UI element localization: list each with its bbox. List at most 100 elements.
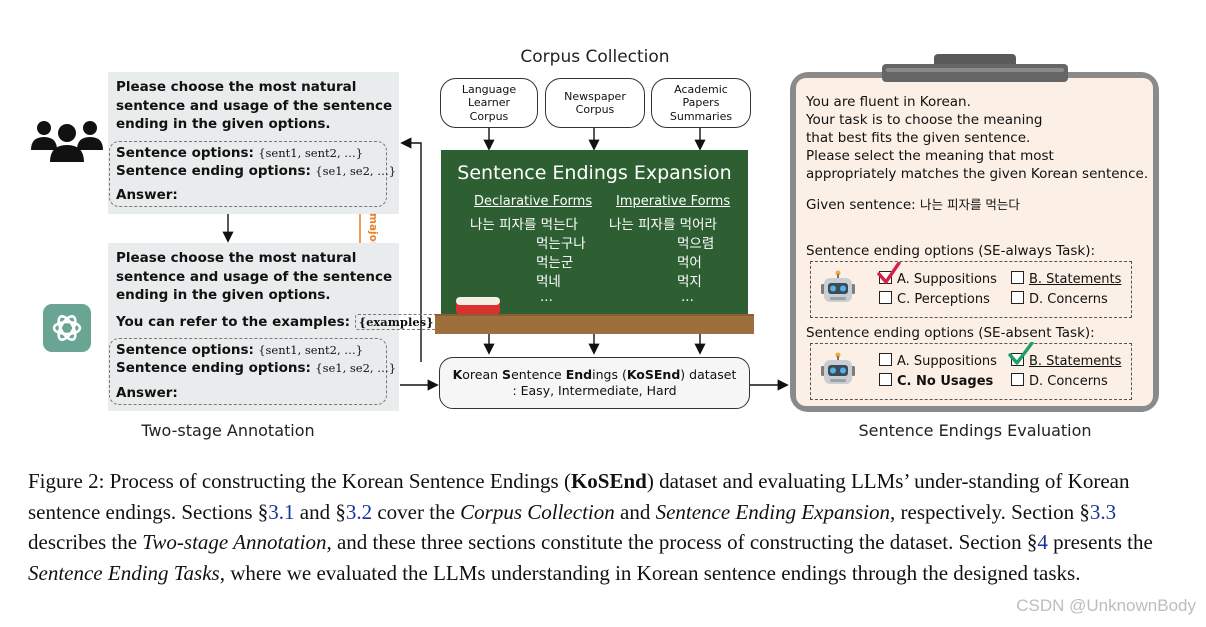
checkbox[interactable] (1011, 291, 1024, 304)
dataset-name-part: ) dataset (680, 367, 737, 382)
ending-options-value: {se1, se2, …} (315, 361, 397, 375)
dataset-name-part: ings ( (592, 367, 627, 382)
prompt-line: Your task is to choose the meaning (806, 112, 1043, 128)
refer-examples-text: You can refer to the examples: (116, 314, 351, 330)
evaluation-clipboard (790, 72, 1159, 412)
task1-options-box: A. Suppositions B. Statements C. Percept… (810, 261, 1132, 318)
given-sentence-label: Given sentence: (806, 197, 920, 213)
caption-fragment: and § (294, 499, 346, 524)
robot-icon (819, 352, 857, 394)
section-link[interactable]: 4 (1037, 530, 1048, 554)
sentence-options-label: Sentence options: (116, 342, 254, 358)
dataset-name-part: S (502, 367, 512, 382)
checkbox[interactable] (879, 291, 892, 304)
instruction-line: sentence and usage of the sentence (116, 97, 393, 114)
corpus-collection-title: Corpus Collection (520, 47, 670, 67)
section-link[interactable]: 3.3 (1089, 499, 1117, 524)
robot-icon (819, 270, 857, 312)
task1-option-d[interactable]: D. Concerns (1011, 291, 1108, 307)
task2-header: Sentence ending options (SE-absent Task)… (806, 325, 1095, 341)
kosend-dataset-box: Korean Sentence Endings (KoSEnd) dataset… (439, 357, 750, 409)
options-box: Sentence options: {sent1, sent2, …} Sent… (109, 141, 396, 207)
task2-option-c[interactable]: C. No Usages (879, 373, 993, 389)
prompt-line: You are fluent in Korean. (806, 94, 971, 110)
answer-label: Answer: (116, 385, 178, 401)
imperative-word: 먹어 (677, 255, 702, 271)
evaluation-label: Sentence Endings Evaluation (858, 421, 1092, 440)
dataset-name: Korean Sentence Endings (KoSEnd) dataset (440, 367, 749, 383)
section-link[interactable]: 3.1 (268, 499, 295, 524)
instruction-line: Please choose the most natural (116, 250, 357, 266)
dataset-name-part: orean (462, 367, 503, 382)
instruction-line: Please choose the most natural (116, 79, 357, 95)
dataset-name-part: KoSEnd (626, 367, 681, 382)
instruction-line: ending in the given options. (116, 287, 331, 303)
task1-option-b[interactable]: B. Statements (1011, 271, 1121, 287)
declarative-word: ... (540, 289, 553, 305)
options-box: Sentence options: {sent1, sent2, …} Sent… (109, 338, 396, 405)
caption-fragment: and (614, 499, 656, 524)
checkbox[interactable] (879, 373, 892, 386)
sentence-options-value: {sent1, sent2, …} (258, 343, 364, 357)
checkbox[interactable] (879, 353, 892, 366)
given-sentence-value: 나는 피자를 먹는다 (919, 197, 1020, 212)
figure-caption: Figure 2: Process of constructing the Ko… (28, 466, 1178, 588)
caption-fragment: Sentence Ending Tasks (28, 560, 220, 585)
imperative-word: ... (681, 289, 694, 305)
watermark: CSDN @UnknownBody (1016, 596, 1196, 615)
imperative-word: 먹지 (677, 274, 702, 290)
examples-tag: {examples} (354, 314, 438, 330)
checkbox[interactable] (1011, 271, 1024, 284)
caption-fragment: , and these three sections constitute th… (326, 530, 1038, 554)
imperative-heading: Imperative Forms (616, 194, 731, 209)
caption-fragment: describes the (28, 530, 143, 554)
declarative-word: 나는 피자를 먹는다 (470, 217, 578, 233)
sentence-options-value: {sent1, sent2, …} (258, 146, 364, 160)
instruction-line: ending in the given options. (116, 116, 331, 132)
task2-option-a[interactable]: A. Suppositions (879, 353, 997, 369)
two-stage-annotation-label: Two-stage Annotation (141, 421, 315, 440)
task2-option-d[interactable]: D. Concerns (1011, 373, 1108, 389)
wrong-check-icon (877, 261, 901, 288)
figure-diagram: Please choose the most natural sentence … (30, 47, 1159, 440)
instruction-line: sentence and usage of the sentence (116, 268, 393, 285)
dataset-name-part: entence (511, 367, 566, 382)
declarative-word: 먹는구나 (536, 236, 586, 252)
caption-fragment: Two-stage Annotation (142, 530, 327, 554)
answer-label: Answer: (116, 187, 178, 203)
checkbox[interactable] (1011, 373, 1024, 386)
dataset-levels: : Easy, Intermediate, Hard (512, 383, 677, 398)
sentence-options-label: Sentence options: (116, 145, 254, 161)
dataset-name-part: End (565, 367, 593, 382)
expansion-title: Sentence Endings Expansion (457, 162, 732, 184)
evaluation-prompt: You are fluent in Korean. Your task is t… (806, 93, 1151, 214)
caption-fragment: cover the (372, 499, 461, 524)
declarative-heading: Declarative Forms (474, 194, 593, 209)
task1-option-c[interactable]: C. Perceptions (879, 291, 990, 307)
caption-fragment: Figure 2: Process of constructing the Ko… (28, 469, 571, 493)
caption-fragment: , respectively. Section § (890, 499, 1090, 524)
section-link[interactable]: 3.2 (345, 499, 373, 524)
expansion-chalkboard: Sentence Endings Expansion Declarative F… (441, 150, 748, 316)
correct-check-icon (1008, 341, 1034, 370)
imperative-word: 나는 피자를 먹어라 (609, 217, 717, 233)
prompt-line: Please select the meaning that most (806, 148, 1054, 164)
caption-fragment: ) dataset and evaluating LLMs’ under-sta… (28, 469, 1130, 524)
prompt-line: appropriately matches the given Korean s… (806, 166, 1149, 182)
chalkboard-ledge (435, 314, 754, 334)
people-icon (30, 118, 104, 164)
caption-fragment: presents the (1047, 530, 1153, 554)
annotation-stage-1: Please choose the most natural sentence … (108, 72, 399, 214)
task2-options-box: A. Suppositions B. Statements C. No Usag… (810, 341, 1132, 400)
caption-fragment: KoSEnd (570, 469, 647, 493)
ending-options-label: Sentence ending options: (116, 163, 311, 179)
imperative-word: 먹으렴 (677, 236, 715, 252)
caption-fragment: Corpus Collection (460, 499, 615, 524)
eraser-icon (456, 297, 500, 316)
prompt-line: that best fits the given sentence. (806, 130, 1031, 146)
task1-header: Sentence ending options (SE-always Task)… (806, 243, 1096, 259)
clipboard-clip-icon (882, 54, 1068, 84)
